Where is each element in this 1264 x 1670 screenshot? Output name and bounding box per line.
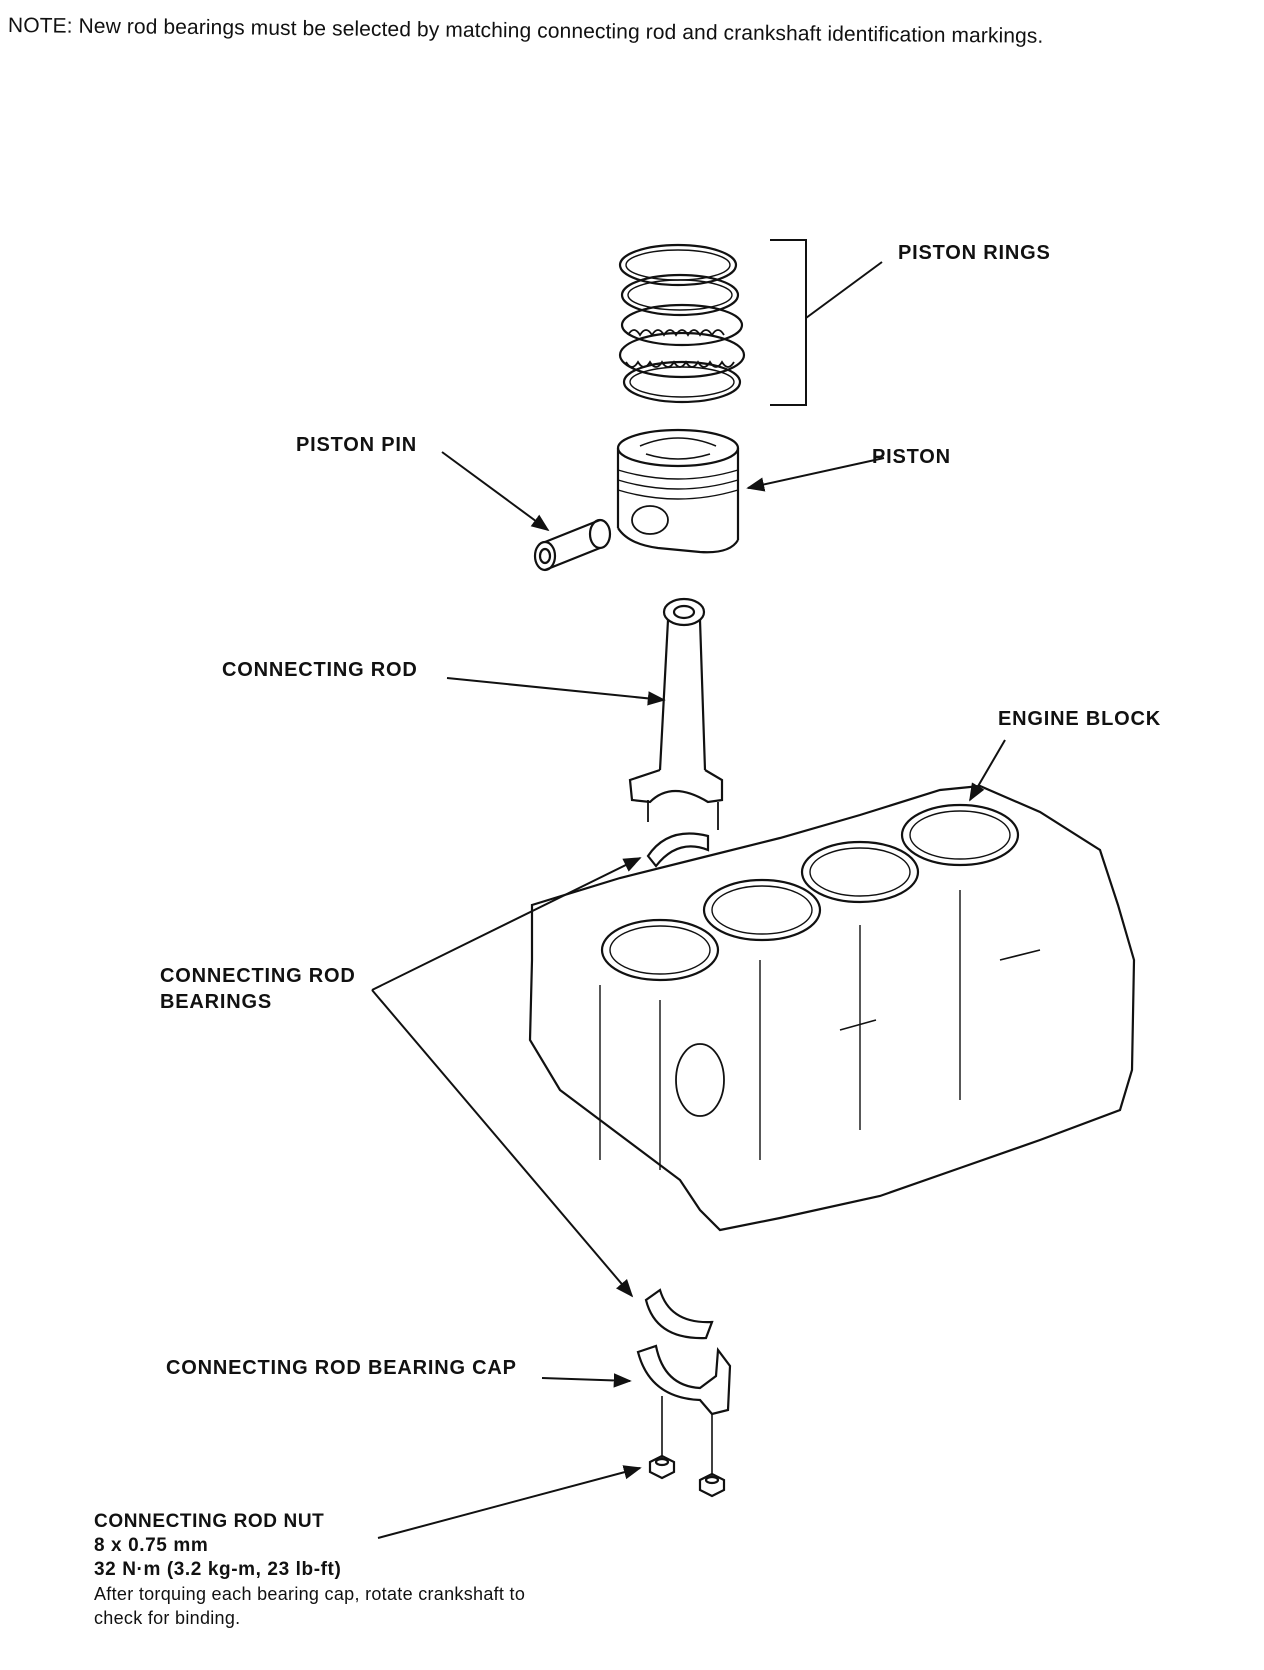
piston-rings-bracket xyxy=(770,239,807,406)
connecting-rod-drawing xyxy=(628,597,724,830)
connecting-rod-label: CONNECTING ROD xyxy=(222,659,418,681)
rod-nuts-drawing xyxy=(648,1454,726,1498)
leader-lines xyxy=(371,451,1006,1539)
rod-bearings-label: CONNECTING ROD BEARINGS xyxy=(160,963,356,1015)
rod-nut-spec: CONNECTING ROD NUT 8 x 0.75 mm 32 N·m (3… xyxy=(94,1510,525,1630)
piston-rings-leader xyxy=(805,261,883,319)
upper-bearing-drawing xyxy=(646,832,710,868)
piston-pin-drawing xyxy=(533,518,612,572)
piston-pin-leader xyxy=(441,451,550,532)
engine-block-label: ENGINE BLOCK xyxy=(998,708,1161,730)
piston-label: PISTON xyxy=(872,446,951,468)
lower-bearing-drawing xyxy=(644,1288,714,1340)
rod-nut-torque: 32 N·m (3.2 kg-m, 23 lb-ft) xyxy=(94,1559,342,1580)
piston-pin-label: PISTON PIN xyxy=(296,434,417,456)
rod-nut-label: CONNECTING ROD NUT xyxy=(94,1511,325,1532)
rod-bearings-label-line1: CONNECTING ROD xyxy=(160,965,356,987)
rod-bearings-label-line2: BEARINGS xyxy=(160,991,272,1013)
lower-bearing-leader xyxy=(371,989,634,1298)
rod-nut-instruction-line2: check for binding. xyxy=(94,1608,241,1628)
rod-nut-instruction-line1: After torquing each bearing cap, rotate … xyxy=(94,1584,526,1604)
engine-block-drawing xyxy=(528,784,1136,1232)
bearing-cap-label: CONNECTING ROD BEARING CAP xyxy=(166,1357,517,1379)
bearing-cap-leader xyxy=(541,1373,632,1388)
engine-block-leader xyxy=(969,739,1006,802)
piston-leader xyxy=(746,457,885,492)
upper-bearing-leader xyxy=(371,857,642,991)
connecting-rod-leader xyxy=(446,677,666,706)
piston-rings-label: PISTON RINGS xyxy=(898,242,1051,264)
bearing-cap-drawing xyxy=(636,1344,732,1478)
piston-rings-drawing xyxy=(618,243,746,404)
piston-drawing xyxy=(616,428,740,554)
rod-nut-thread: 8 x 0.75 mm xyxy=(94,1535,209,1556)
rod-nut-leader xyxy=(377,1465,642,1539)
